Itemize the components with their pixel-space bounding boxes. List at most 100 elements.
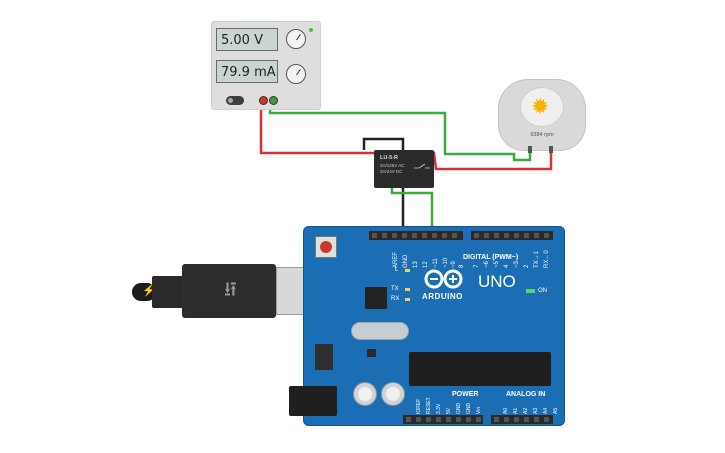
header-pin[interactable] <box>494 417 499 422</box>
voltage-display: 5.00 V <box>216 28 278 51</box>
usb-cable[interactable] <box>132 283 156 301</box>
header-pin[interactable] <box>436 417 441 422</box>
wire-green-power[interactable] <box>268 100 532 162</box>
header-pin[interactable] <box>452 233 457 238</box>
header-pin[interactable] <box>466 417 471 422</box>
voltage-knob[interactable] <box>286 29 306 49</box>
header-pin[interactable] <box>442 233 447 238</box>
header-pin[interactable] <box>476 417 481 422</box>
pin-label: A4 <box>543 408 549 414</box>
pin-label: 7 <box>474 264 480 268</box>
pin-label: 12 <box>423 261 429 268</box>
barrel-jack[interactable] <box>289 386 337 416</box>
capacitor <box>381 382 405 406</box>
header-pin[interactable] <box>534 417 539 422</box>
header-pin[interactable] <box>544 417 549 422</box>
pin-label: A2 <box>523 408 529 414</box>
pin-label: 2 <box>524 264 530 268</box>
header-pin[interactable] <box>514 233 519 238</box>
usb-plug-neck <box>152 276 184 308</box>
pin-label: A1 <box>513 408 519 414</box>
led-l <box>405 269 410 272</box>
relay-rating: 3A/125V AC 3A/24V DC <box>380 163 405 175</box>
digital-label: DIGITAL (PWM~) <box>463 254 519 261</box>
pin-label: A5 <box>553 408 559 414</box>
brand-label: ARDUINO <box>422 292 463 301</box>
header-pin[interactable] <box>446 417 451 422</box>
header-pin[interactable] <box>432 233 437 238</box>
pin-label: 5V <box>446 407 452 414</box>
model-label: UNO <box>478 272 516 291</box>
atmega-chip <box>409 352 551 386</box>
on-led <box>526 289 535 293</box>
reset-button[interactable] <box>315 236 337 258</box>
motor-rpm-label: 9384 rpm <box>530 132 554 138</box>
header-pin[interactable] <box>544 233 549 238</box>
led-label-rx: RX <box>391 296 400 302</box>
header-pin[interactable] <box>402 233 407 238</box>
digital-header-left[interactable] <box>369 231 463 240</box>
current-display: 79.9 mA <box>216 60 278 83</box>
dc-motor[interactable]: ✹ 9384 rpm <box>498 79 586 151</box>
header-pin[interactable] <box>504 417 509 422</box>
pin-label: ~10 <box>443 257 449 268</box>
pin-label: GND <box>403 254 409 268</box>
arduino-uno-board[interactable]: AREF GND 13 12 ~11 ~10 ~9 8 7 ~6 ~5 4 ~3… <box>303 226 565 426</box>
led-tx <box>405 288 410 291</box>
current-knob[interactable] <box>286 64 306 84</box>
relay-rating-ac: 3A/125V AC <box>380 163 405 168</box>
usb-plug[interactable] <box>182 264 276 318</box>
psu-positive-terminal[interactable] <box>259 96 268 105</box>
motor-rotor <box>520 87 564 127</box>
usb-interface-chip <box>365 287 387 309</box>
pin-label: A3 <box>533 408 539 414</box>
header-pin[interactable] <box>504 233 509 238</box>
header-pin[interactable] <box>412 233 417 238</box>
motor-terminal-negative[interactable] <box>528 146 532 153</box>
header-pin[interactable] <box>392 233 397 238</box>
header-pin[interactable] <box>494 233 499 238</box>
header-pin[interactable] <box>534 233 539 238</box>
arduino-infinity-logo <box>424 269 463 289</box>
relay-rating-dc: 3A/24V DC <box>380 169 403 174</box>
psu-negative-terminal[interactable] <box>269 96 278 105</box>
psu-power-switch[interactable] <box>226 96 244 105</box>
header-pin[interactable] <box>524 233 529 238</box>
header-pin[interactable] <box>422 233 427 238</box>
header-pin[interactable] <box>372 233 377 238</box>
analog-header[interactable] <box>491 415 553 424</box>
header-pin[interactable] <box>524 417 529 422</box>
header-pin[interactable] <box>406 417 411 422</box>
header-pin[interactable] <box>474 233 479 238</box>
pin-label: 4 <box>504 264 510 268</box>
on-label: ON <box>538 288 547 294</box>
bolt-icon: ⚡ <box>142 285 156 297</box>
power-supply[interactable]: 5.00 V 79.9 mA <box>211 21 321 110</box>
usb-icon: ⭿ <box>224 279 237 301</box>
header-pin[interactable] <box>484 233 489 238</box>
wire-red[interactable] <box>259 100 553 171</box>
pin-label: 3.3V <box>436 403 442 414</box>
header-pin[interactable] <box>426 417 431 422</box>
pin-label: 8 <box>459 264 465 268</box>
digital-header-right[interactable] <box>471 231 553 240</box>
wire-green-signal[interactable] <box>390 188 434 232</box>
pin-label: AREF <box>393 252 399 268</box>
pin-label: RESET <box>426 397 432 414</box>
capacitor <box>353 382 377 406</box>
pin-label: ~6 <box>484 260 490 268</box>
pin-label: ~11 <box>433 258 439 268</box>
pin-label: TX→1 <box>534 250 540 268</box>
wire-black[interactable] <box>362 137 405 232</box>
header-pin[interactable] <box>514 417 519 422</box>
pin-label: Vin <box>476 407 482 414</box>
pin-label: ~5 <box>494 260 500 268</box>
motor-terminal-positive[interactable] <box>549 146 553 153</box>
header-pin[interactable] <box>416 417 421 422</box>
relay[interactable]: LU-5-R 3A/125V AC 3A/24V DC <box>374 150 434 188</box>
header-pin[interactable] <box>382 233 387 238</box>
header-pin[interactable] <box>456 417 461 422</box>
power-header[interactable] <box>403 415 483 424</box>
